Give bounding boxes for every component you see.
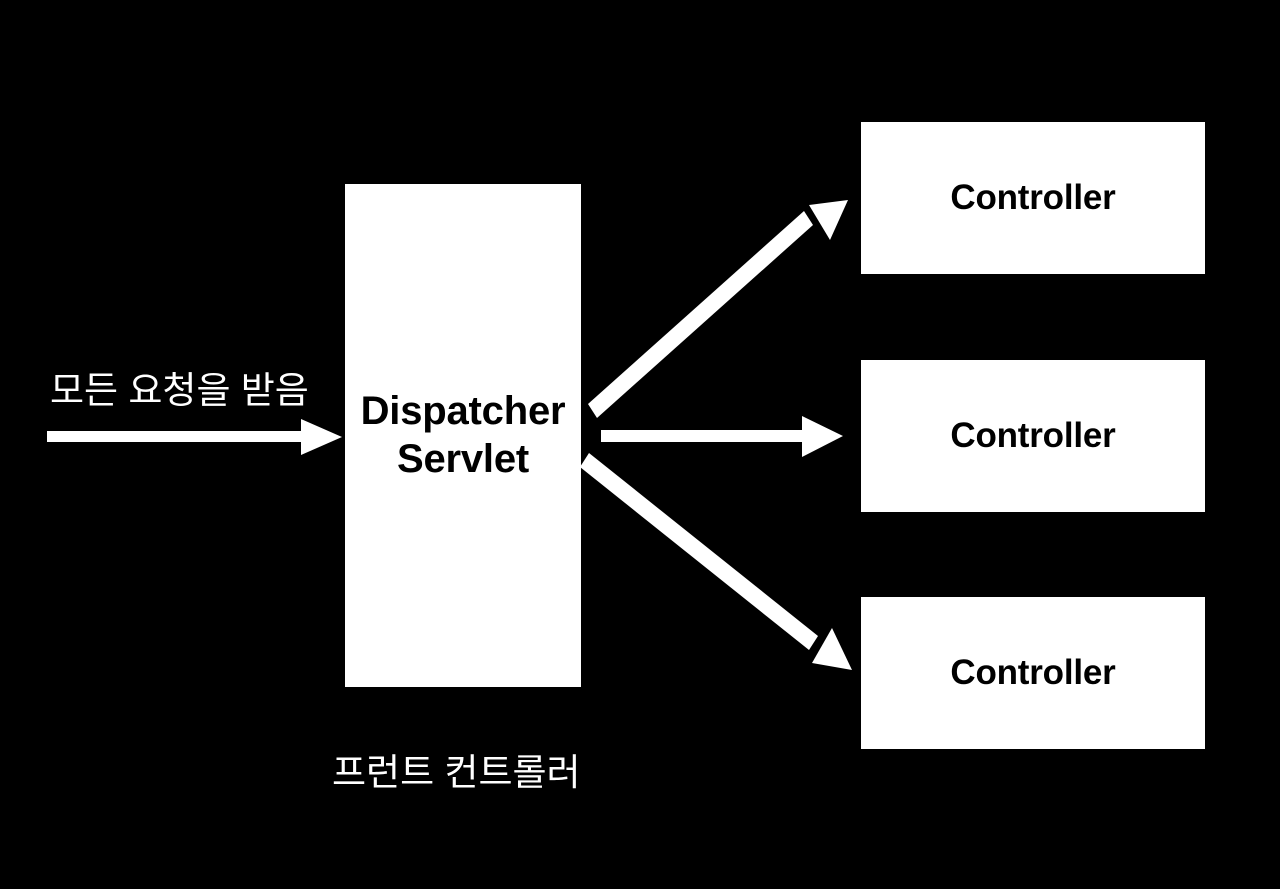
controller-label-1: Controller	[950, 178, 1116, 218]
controller-node-2: Controller	[861, 360, 1205, 512]
dispatcher-servlet-label: Dispatcher Servlet	[360, 389, 566, 481]
dispatch-arrow-bottom	[580, 453, 852, 670]
dispatch-arrow-top	[588, 200, 848, 418]
controller-label-3: Controller	[950, 653, 1116, 693]
dispatch-arrow-middle	[601, 416, 843, 457]
controller-node-3: Controller	[861, 597, 1205, 749]
controller-label-2: Controller	[950, 416, 1116, 456]
controller-node-1: Controller	[861, 122, 1205, 274]
dispatcher-servlet-node: Dispatcher Servlet	[345, 184, 581, 687]
front-controller-caption: 프런트 컨트롤러	[332, 752, 581, 793]
incoming-request-caption: 모든 요청을 받음	[50, 370, 309, 411]
incoming-request-arrow	[47, 419, 342, 455]
